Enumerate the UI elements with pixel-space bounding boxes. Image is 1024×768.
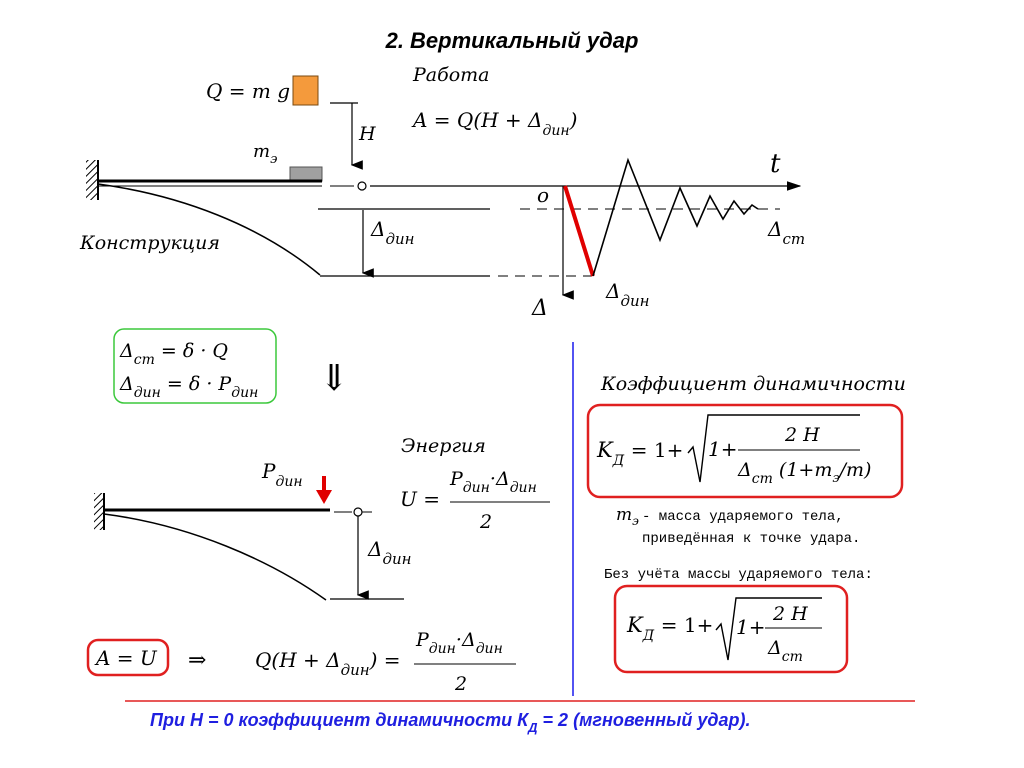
work-energy-denominator: 2 [454, 673, 467, 695]
footer-statement: При Н = 0 коэффициент динамичности КД = … [150, 710, 751, 735]
coef-numerator: 2 H [784, 424, 820, 446]
impact-point-2 [353, 507, 363, 517]
coef-denominator-simple: Δст [767, 637, 803, 665]
delta-dyn-label-2: Δдин [367, 537, 412, 568]
wall-support-2 [94, 493, 104, 530]
note-line2: приведённая к точке удара. [642, 531, 860, 547]
coef-simple-box [613, 584, 849, 674]
without-mass-heading: Без учёта массы ударяемого тела: [604, 567, 873, 583]
note-me: mэ [616, 505, 639, 528]
sqrt-sign [687, 414, 860, 483]
wall-support [86, 160, 98, 200]
t-axis-label: t [770, 149, 781, 179]
coef-numerator-simple: 2 H [772, 603, 808, 625]
coef-inner-simple: 1+ [736, 615, 765, 639]
origin-label: o [537, 183, 549, 207]
p-dyn-label: Pдин [261, 459, 303, 490]
energy-numerator: Pдин·Δдин [449, 468, 537, 496]
load-weight-box [292, 75, 319, 106]
graph-delta-dyn-label: Δдин [605, 279, 650, 310]
delta-dyn-formula: Δдин = δ · Pдин [119, 373, 258, 401]
beam-deflected [97, 183, 321, 276]
coef-heading: Коэффициент динамичности [600, 373, 906, 395]
impact-point [357, 181, 367, 191]
load-formula: Q = m g [206, 79, 290, 103]
coef-formula-box [586, 403, 904, 499]
a-equals-u: A = U [94, 646, 158, 670]
delta-axis-label: Δ [531, 296, 548, 321]
h-label: H [358, 123, 376, 145]
work-label: Работа [412, 64, 490, 86]
coef-denominator: Δст (1+mэ/m) [737, 459, 871, 487]
work-energy-numerator: Pдин·Δдин [415, 629, 503, 657]
delta-st-formula: Δст = δ · Q [119, 340, 228, 368]
note-line1: - масса ударяемого тела, [642, 509, 844, 525]
implies-symbol: ⇒ [188, 648, 206, 673]
force-arrow-head [316, 490, 332, 504]
sqrt-sign-simple [715, 597, 822, 661]
a-equals-u-box [86, 638, 170, 677]
structure-label: Конструкция [79, 232, 220, 254]
work-energy-lhs: Q(H + Δдин) = [255, 648, 401, 679]
coef-k-simple: KД = 1+ [626, 613, 713, 644]
beam2-deflected [103, 513, 327, 601]
energy-denominator: 2 [479, 511, 492, 533]
energy-label: Энергия [401, 435, 486, 457]
energy-lhs: U = [400, 487, 440, 511]
deflection-formulas-box [113, 328, 277, 404]
impact-red-line [563, 185, 595, 277]
work-formula: A = Q(H + Δдин) [411, 108, 577, 139]
coef-k: KД = 1+ [596, 438, 683, 469]
implies-arrow: ⇓ [319, 358, 349, 399]
delta-st-label: Δст [767, 217, 805, 248]
mass-block [289, 166, 323, 182]
page-title: 2. Вертикальный удар [385, 28, 639, 53]
coef-inner: 1+ [708, 437, 737, 461]
me-label: mэ [253, 141, 277, 167]
delta-dyn-label: Δдин [370, 217, 415, 248]
oscillation-curve [592, 157, 759, 277]
